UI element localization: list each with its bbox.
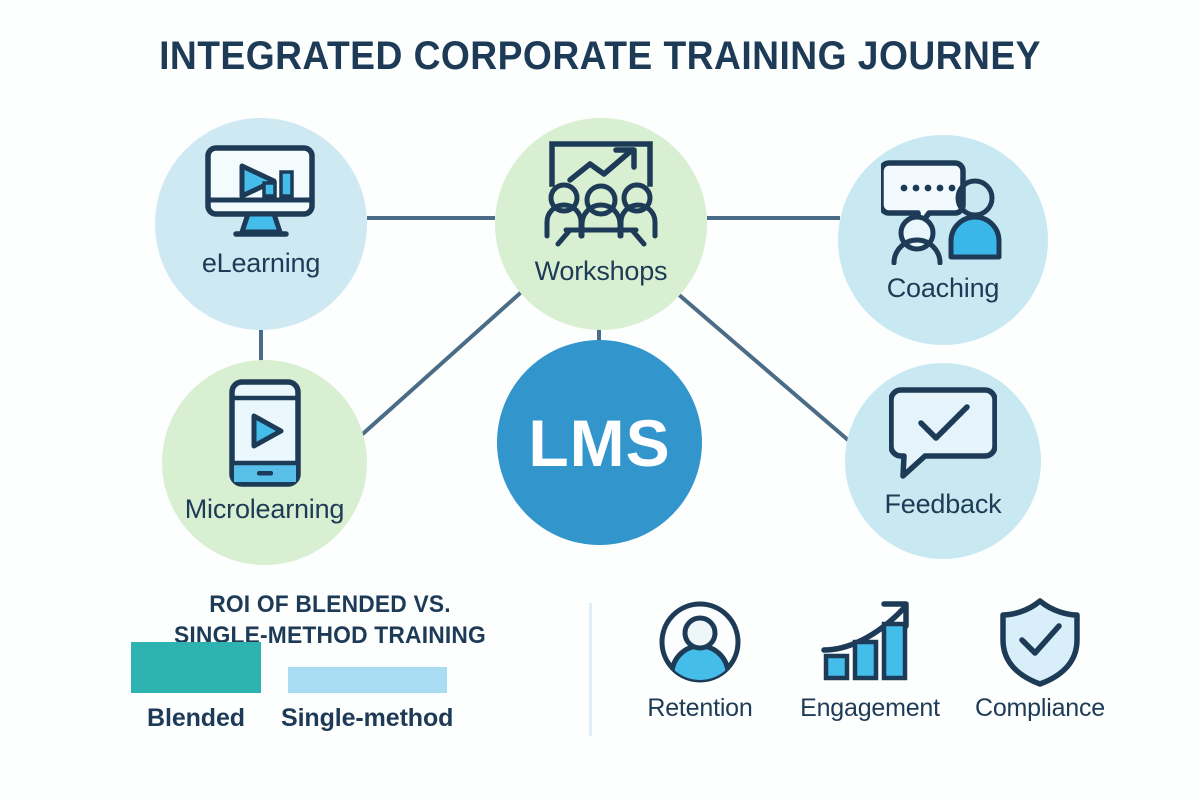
benefit-label-retention: Retention xyxy=(647,694,753,722)
node-label-elearning: eLearning xyxy=(201,248,321,278)
node-feedback[interactable]: Feedback xyxy=(845,363,1041,559)
section-divider xyxy=(589,603,592,736)
benefit-label-compliance: Compliance xyxy=(974,694,1105,722)
growth-bars-arrow-icon xyxy=(820,600,920,684)
benefit-retention: Retention xyxy=(620,600,780,723)
speech-bubble-two-people-icon xyxy=(881,155,1005,265)
benefit-engagement: Engagement xyxy=(790,600,950,723)
roi-bar-label-single-method: Single-method xyxy=(281,704,454,733)
benefits-row: Retention Engagement Comp xyxy=(620,598,1120,723)
benefit-compliance: Compliance xyxy=(960,598,1120,723)
user-circle-icon xyxy=(656,600,744,684)
roi-bar-rect-blended xyxy=(131,642,261,694)
node-label-feedback: Feedback xyxy=(884,489,1002,519)
node-label-microlearning: Microlearning xyxy=(184,494,345,524)
node-label-coaching: Coaching xyxy=(886,273,1000,303)
roi-chart: ROI OF BLENDED VS. SINGLE-METHOD TRAININ… xyxy=(95,590,565,733)
lms-label: LMS xyxy=(528,405,671,480)
roi-bar-single-method: Single-method xyxy=(281,667,453,733)
roi-bars: Blended Single-method xyxy=(95,642,565,733)
roi-title-line-1: ROI OF BLENDED VS. xyxy=(209,591,451,618)
benefit-label-engagement: Engagement xyxy=(800,694,940,722)
node-workshops[interactable]: Workshops xyxy=(495,118,707,330)
speech-bubble-check-icon xyxy=(889,385,997,481)
node-label-workshops: Workshops xyxy=(534,256,668,286)
roi-chart-title: ROI OF BLENDED VS. SINGLE-METHOD TRAININ… xyxy=(107,590,554,651)
shield-check-icon xyxy=(997,598,1083,687)
page-title: INTEGRATED CORPORATE TRAINING JOURNEY xyxy=(159,34,1041,78)
roi-bar-blended: Blended xyxy=(131,642,261,733)
node-elearning[interactable]: eLearning xyxy=(155,118,367,330)
presentation-people-growth-icon xyxy=(536,140,666,252)
monitor-play-chart-icon xyxy=(202,142,320,242)
node-lms[interactable]: LMS xyxy=(497,340,702,545)
node-microlearning[interactable]: Microlearning xyxy=(162,360,367,565)
node-coaching[interactable]: Coaching xyxy=(838,135,1048,345)
roi-bar-label-blended: Blended xyxy=(147,704,245,733)
mobile-play-icon xyxy=(227,378,303,488)
roi-bar-rect-single-method xyxy=(287,667,447,694)
